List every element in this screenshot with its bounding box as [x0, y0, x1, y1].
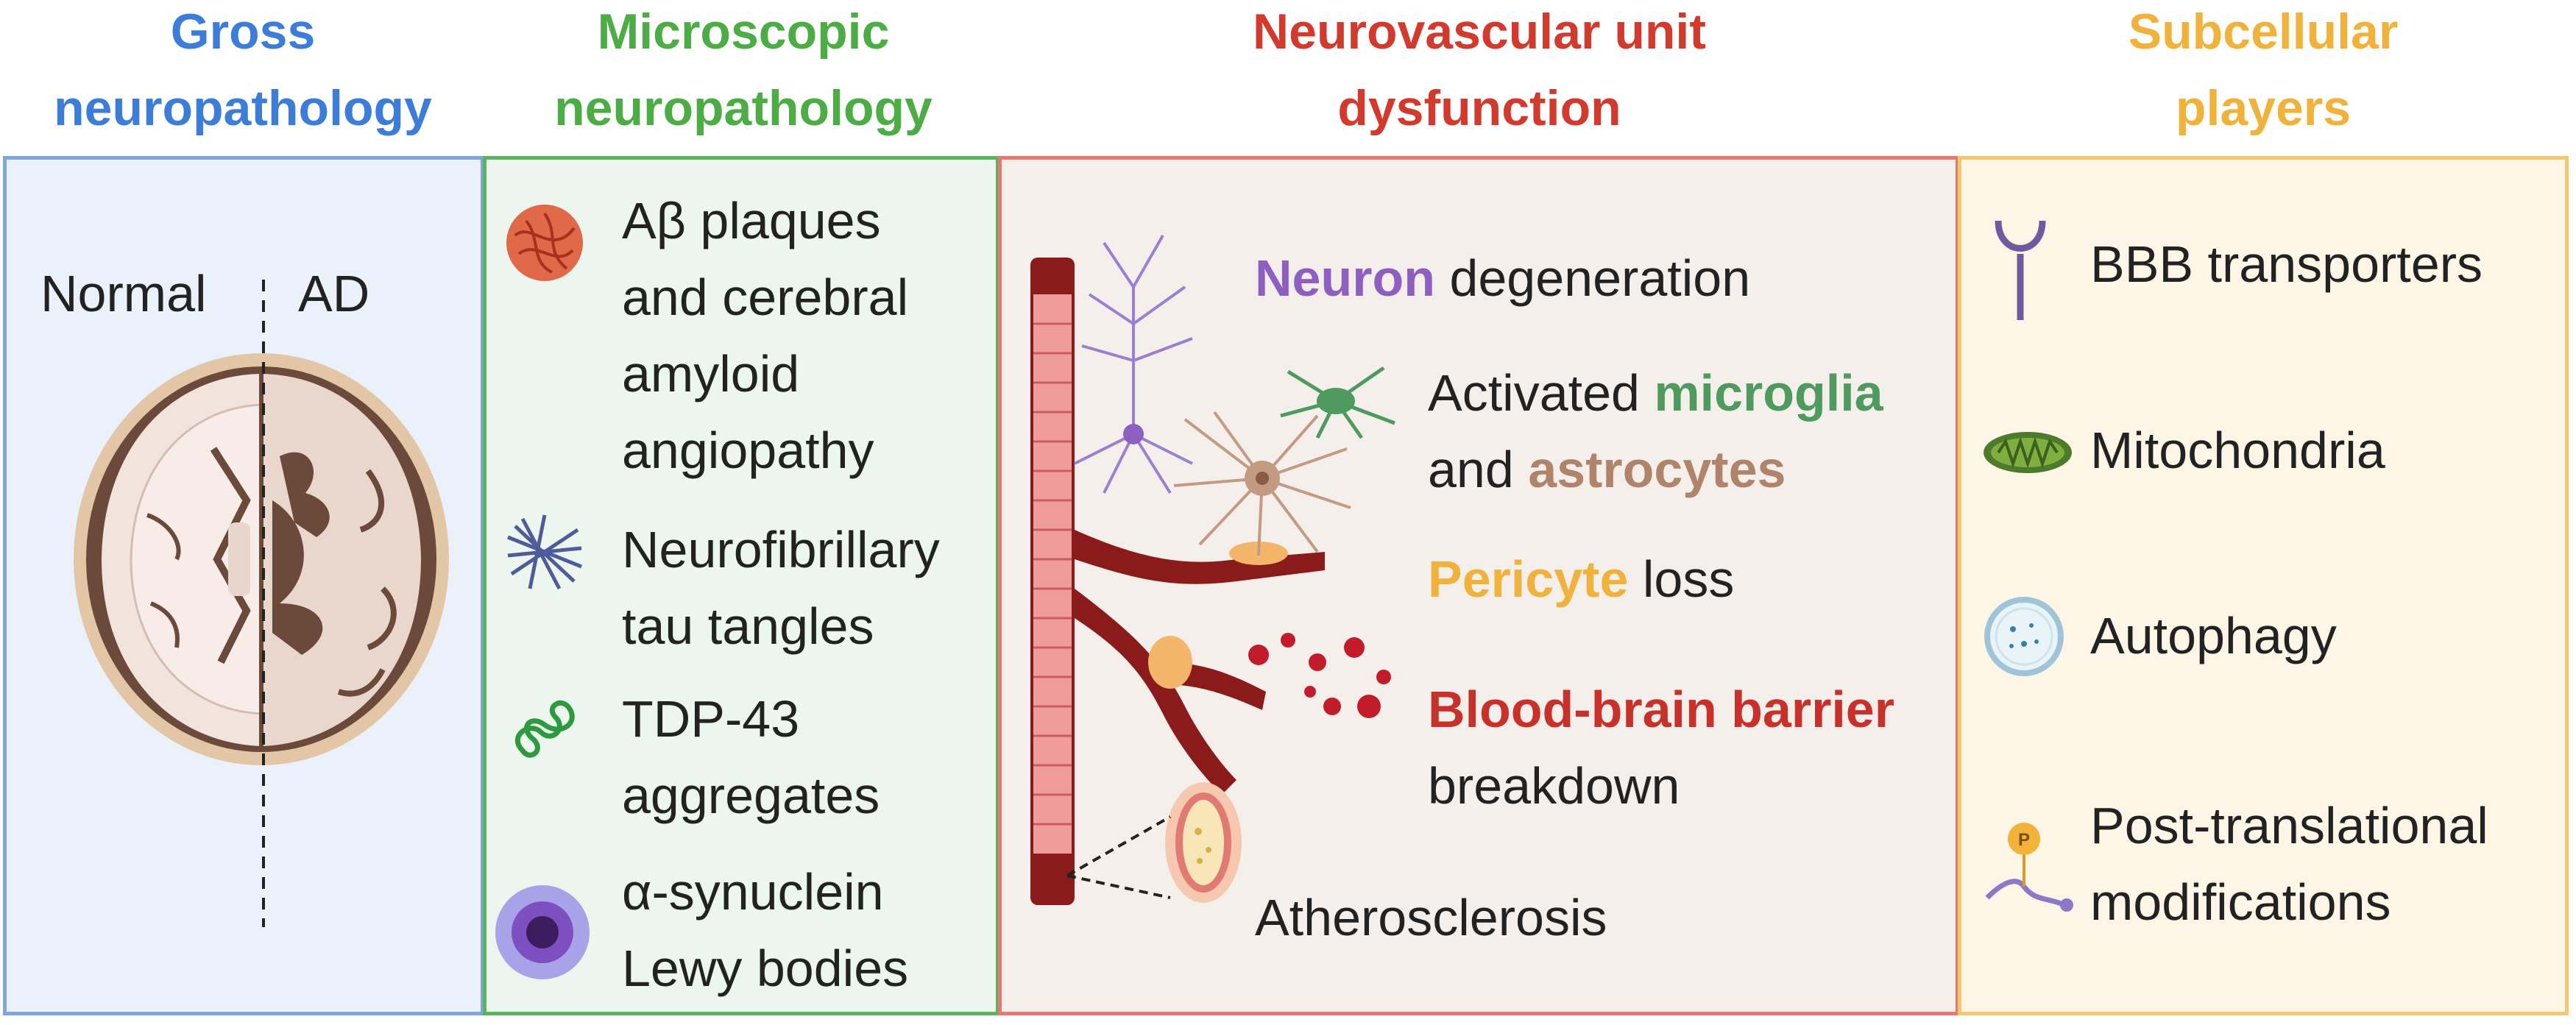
title-gross-line2: neuropathology [54, 80, 432, 136]
lewy-body-icon [493, 883, 592, 982]
midline-dashed-divider [261, 280, 266, 927]
microglia-icon [1273, 361, 1398, 441]
atherosclerosis-label: Atherosclerosis [1255, 889, 1607, 946]
tdp43-text: TDP-43 aggregates [622, 681, 880, 834]
autophagy-icon [1984, 596, 2064, 677]
pericyte-label: Pericyte loss [1428, 541, 1734, 617]
panel-neurovascular [998, 156, 1959, 1015]
tau-line1: Neurofibrillary [622, 521, 940, 578]
title-subcellular-line2: players [2175, 80, 2352, 136]
tau-tangle-icon [500, 508, 589, 596]
glia-line1-prefix: Activated [1428, 364, 1655, 422]
amyloid-line4: angiopathy [622, 422, 874, 479]
panel-microscopic [483, 156, 999, 1015]
amyloid-line1: Aβ plaques [622, 192, 881, 249]
neuron-label: Neuron degeneration [1255, 240, 1750, 316]
pericyte-highlight: Pericyte [1428, 550, 1629, 608]
post-translational-modification-icon: P [1980, 817, 2083, 912]
bbb-transporters-text: BBB transporters [2090, 235, 2483, 293]
tau-line2: tau tangles [622, 597, 874, 655]
tdp43-line1: TDP-43 [622, 690, 800, 748]
bbb-highlight: Blood-brain barrier [1428, 681, 1894, 738]
title-neurovascular: Neurovascular unit dysfunction [1001, 0, 1958, 140]
panel-subcellular [1958, 156, 2569, 1015]
bbb-line2: breakdown [1428, 757, 1680, 815]
neuron-highlight: Neuron [1255, 249, 1435, 307]
title-neurovascular-line1: Neurovascular unit [1253, 4, 1706, 60]
title-gross: Gross neuropathology [0, 0, 486, 140]
autophagy-text: Autophagy [2090, 607, 2337, 664]
lewy-line2: Lewy bodies [622, 940, 909, 997]
tdp43-line2: aggregates [622, 767, 880, 824]
title-microscopic-line2: neuropathology [554, 80, 933, 136]
mitochondria-text: Mitochondria [2090, 422, 2385, 479]
tau-text: Neurofibrillary tau tangles [622, 511, 940, 664]
svg-text:P: P [2018, 830, 2030, 850]
bbb-transporter-icon [1987, 213, 2053, 324]
title-neurovascular-line2: dysfunction [1337, 80, 1621, 136]
atherosclerosis-cross-section-icon [1163, 780, 1244, 905]
atherosclerosis-pointer-lines [1060, 802, 1178, 905]
lewy-text: α-synuclein Lewy bodies [622, 854, 908, 1007]
blood-vessel-icon [1016, 250, 1428, 912]
mitochondria-icon [1980, 427, 2076, 478]
neuron-icon [1060, 228, 1207, 508]
glia-line2: and astrocytes [1428, 431, 1883, 508]
ptm-line2: modifications [2090, 873, 2391, 931]
title-microscopic-line1: Microscopic [597, 4, 890, 60]
astrocyte-icon [1170, 405, 1354, 559]
lewy-line1: α-synuclein [622, 863, 884, 921]
brain-section-icon [59, 280, 456, 927]
normal-label: Normal [40, 265, 207, 322]
amyloid-line2: and cerebral [622, 269, 909, 326]
glia-label: Activated microglia and astrocytes [1428, 355, 1883, 508]
glia-line2-prefix: and [1428, 441, 1529, 498]
glia-line1: Activated microglia [1428, 355, 1883, 431]
amyloid-plaque-icon [500, 199, 589, 287]
title-subcellular-line1: Subcellular [2128, 4, 2399, 60]
neuron-rest: degeneration [1435, 249, 1751, 307]
bbb-label: Blood-brain barrier breakdown [1428, 671, 1894, 824]
ad-label: AD [298, 265, 370, 322]
pericyte-rest: loss [1628, 550, 1735, 608]
ptm-text: Post-translational modifications [2090, 787, 2488, 940]
ptm-line1: Post-translational [2090, 797, 2488, 854]
amyloid-line3: amyloid [622, 345, 800, 402]
title-gross-line1: Gross [170, 4, 316, 60]
astrocytes-highlight: astrocytes [1528, 441, 1786, 498]
microglia-highlight: microglia [1654, 364, 1883, 422]
title-microscopic: Microscopic neuropathology [486, 0, 1001, 140]
amyloid-text: Aβ plaques and cerebral amyloid angiopat… [622, 182, 908, 489]
title-subcellular: Subcellular players [1958, 0, 2569, 140]
tdp43-aggregate-icon [500, 684, 589, 773]
